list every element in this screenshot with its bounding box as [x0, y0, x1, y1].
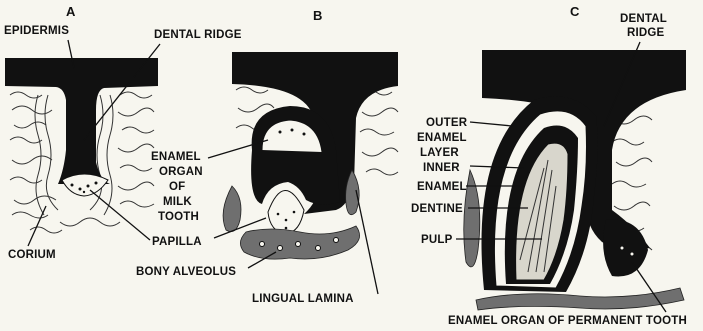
bony-alveolus-label: BONY ALVEOLUS — [136, 266, 236, 278]
outer-enamel-line-4: INNER — [423, 162, 460, 174]
outer-enamel-line-3: LAYER — [420, 147, 459, 159]
panel-b-label: B — [313, 8, 322, 23]
corium-label: CORIUM — [8, 249, 56, 261]
enamel-organ-milk-line-1: ENAMEL — [151, 151, 201, 163]
outer-enamel-line-2: ENAMEL — [417, 132, 467, 144]
outer-enamel-line-1: OUTER — [426, 117, 468, 129]
dentine-label: DENTINE — [411, 203, 463, 215]
epidermis-label: EPIDERMIS — [4, 25, 69, 37]
panel-c-drawing — [464, 50, 686, 310]
dental-ridge-a-label: DENTAL RIDGE — [154, 29, 242, 41]
panel-a-label: A — [66, 4, 76, 19]
dental-ridge-c-line-2: RIDGE — [627, 27, 665, 39]
enamel-organ-milk-line-2: ORGAN — [159, 166, 203, 178]
enamel-organ-permanent-label: ENAMEL ORGAN OF PERMANENT TOOTH — [448, 315, 687, 327]
panel-b-drawing — [223, 52, 398, 259]
pulp-label: PULP — [421, 234, 453, 246]
enamel-label: ENAMEL — [417, 181, 467, 193]
dental-ridge-c-line-1: DENTAL — [620, 13, 667, 25]
lingual-lamina-label: LINGUAL LAMINA — [252, 293, 354, 305]
panel-c-label: C — [570, 4, 580, 19]
enamel-organ-milk-line-3: OF — [169, 181, 185, 193]
enamel-organ-milk-line-4: MILK — [163, 196, 192, 208]
papilla-label: PAPILLA — [152, 236, 202, 248]
panel-a-drawing — [5, 58, 158, 233]
enamel-organ-milk-line-5: TOOTH — [158, 211, 199, 223]
